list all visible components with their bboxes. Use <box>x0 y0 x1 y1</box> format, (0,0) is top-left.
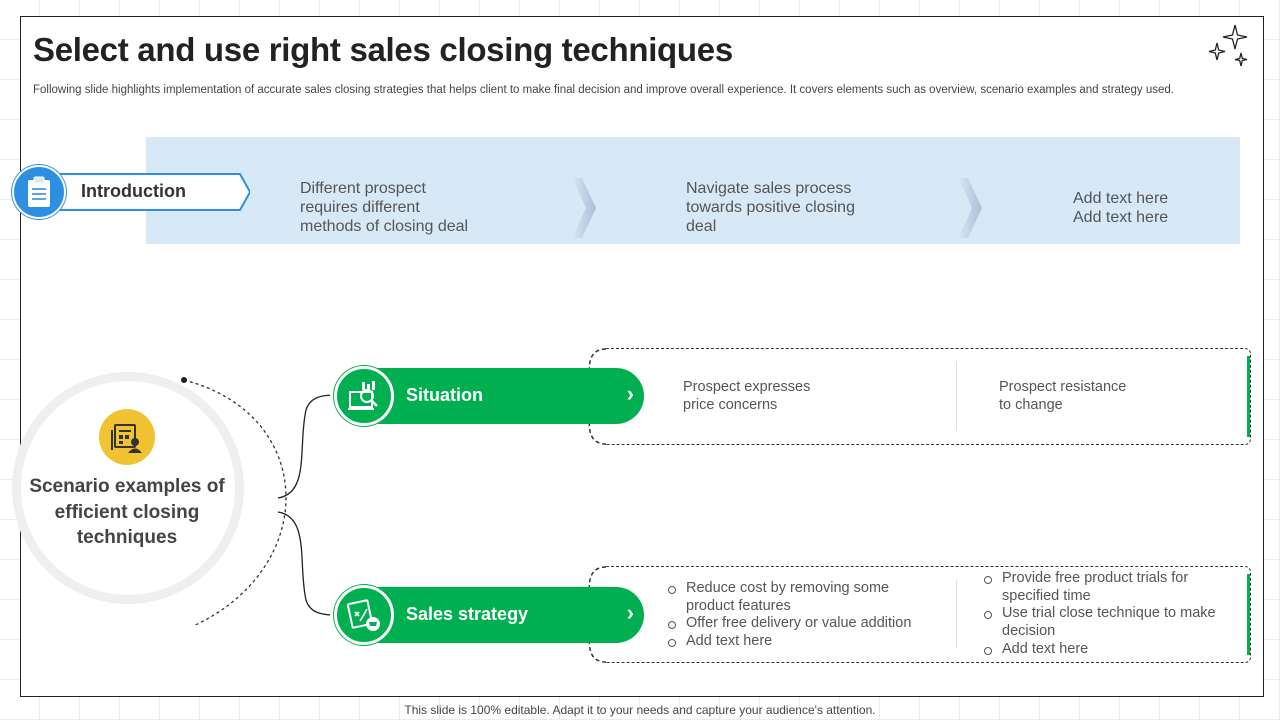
situation-box-curve <box>588 348 607 445</box>
page-subtitle: Following slide highlights implementatio… <box>33 84 1175 96</box>
list-item: Reduce cost by removing some product fea… <box>668 580 938 615</box>
introduction-icon-circle <box>12 165 66 219</box>
sales-strategy-label: Sales strategy <box>406 604 529 624</box>
introduction-label: Introduction <box>81 181 186 201</box>
sales-strategy-icon-circle <box>334 585 394 645</box>
sales-strategy-box <box>606 566 1251 663</box>
sales-strategy-list-2: Provide free product trials for specifie… <box>984 570 1239 659</box>
strategy-cart-icon <box>347 599 380 631</box>
situation-icon-circle <box>334 366 394 426</box>
intro-step-2: Navigate sales process towards positive … <box>686 180 855 235</box>
slide: Select and use right sales closing techn… <box>20 16 1264 697</box>
situation-divider <box>956 362 957 430</box>
intro-step-3: Add text here Add text here <box>1073 190 1169 226</box>
sales-strategy-pill[interactable]: Sales strategy › <box>334 585 644 645</box>
clipboard-icon <box>28 176 50 207</box>
situation-accent-bar <box>1247 356 1250 437</box>
list-item: Offer free delivery or value addition <box>668 615 938 633</box>
list-item: Provide free product trials for specifie… <box>984 570 1239 605</box>
sales-strategy-box-curve <box>588 566 607 663</box>
scenario-label: Scenario examples of efficient closing t… <box>29 476 225 548</box>
chevron-right-icon <box>572 178 596 238</box>
situation-box <box>606 348 1251 445</box>
sales-strategy-divider <box>956 580 957 648</box>
intro-step-1: Different prospect requires different me… <box>300 180 469 235</box>
chevron-right-icon: › <box>626 600 634 625</box>
introduction-band <box>146 137 1240 244</box>
chevron-right-icon <box>958 178 982 238</box>
situation-pill[interactable]: Situation › <box>334 366 644 426</box>
situation-item-2: Prospect resistance to change <box>999 379 1127 413</box>
data-analysis-icon <box>348 381 378 410</box>
sales-strategy-accent-bar <box>1247 574 1250 655</box>
footer-note: This slide is 100% editable. Adapt it to… <box>404 703 876 717</box>
situation-item-1: Prospect expresses price concerns <box>683 379 811 413</box>
chevron-right-icon: › <box>626 381 634 406</box>
list-item: Add text here <box>668 633 938 651</box>
sparkles-icon <box>1208 24 1248 67</box>
situation-label: Situation <box>406 385 483 405</box>
business-board-icon <box>111 424 142 453</box>
list-item: Use trial close technique to make decisi… <box>984 605 1239 640</box>
page-title: Select and use right sales closing techn… <box>33 31 733 68</box>
sales-strategy-list-1: Reduce cost by removing some product fea… <box>668 580 938 651</box>
list-item: Add text here <box>984 641 1239 659</box>
scenario-connectors <box>181 377 330 625</box>
scenario-icon-circle <box>99 409 155 465</box>
